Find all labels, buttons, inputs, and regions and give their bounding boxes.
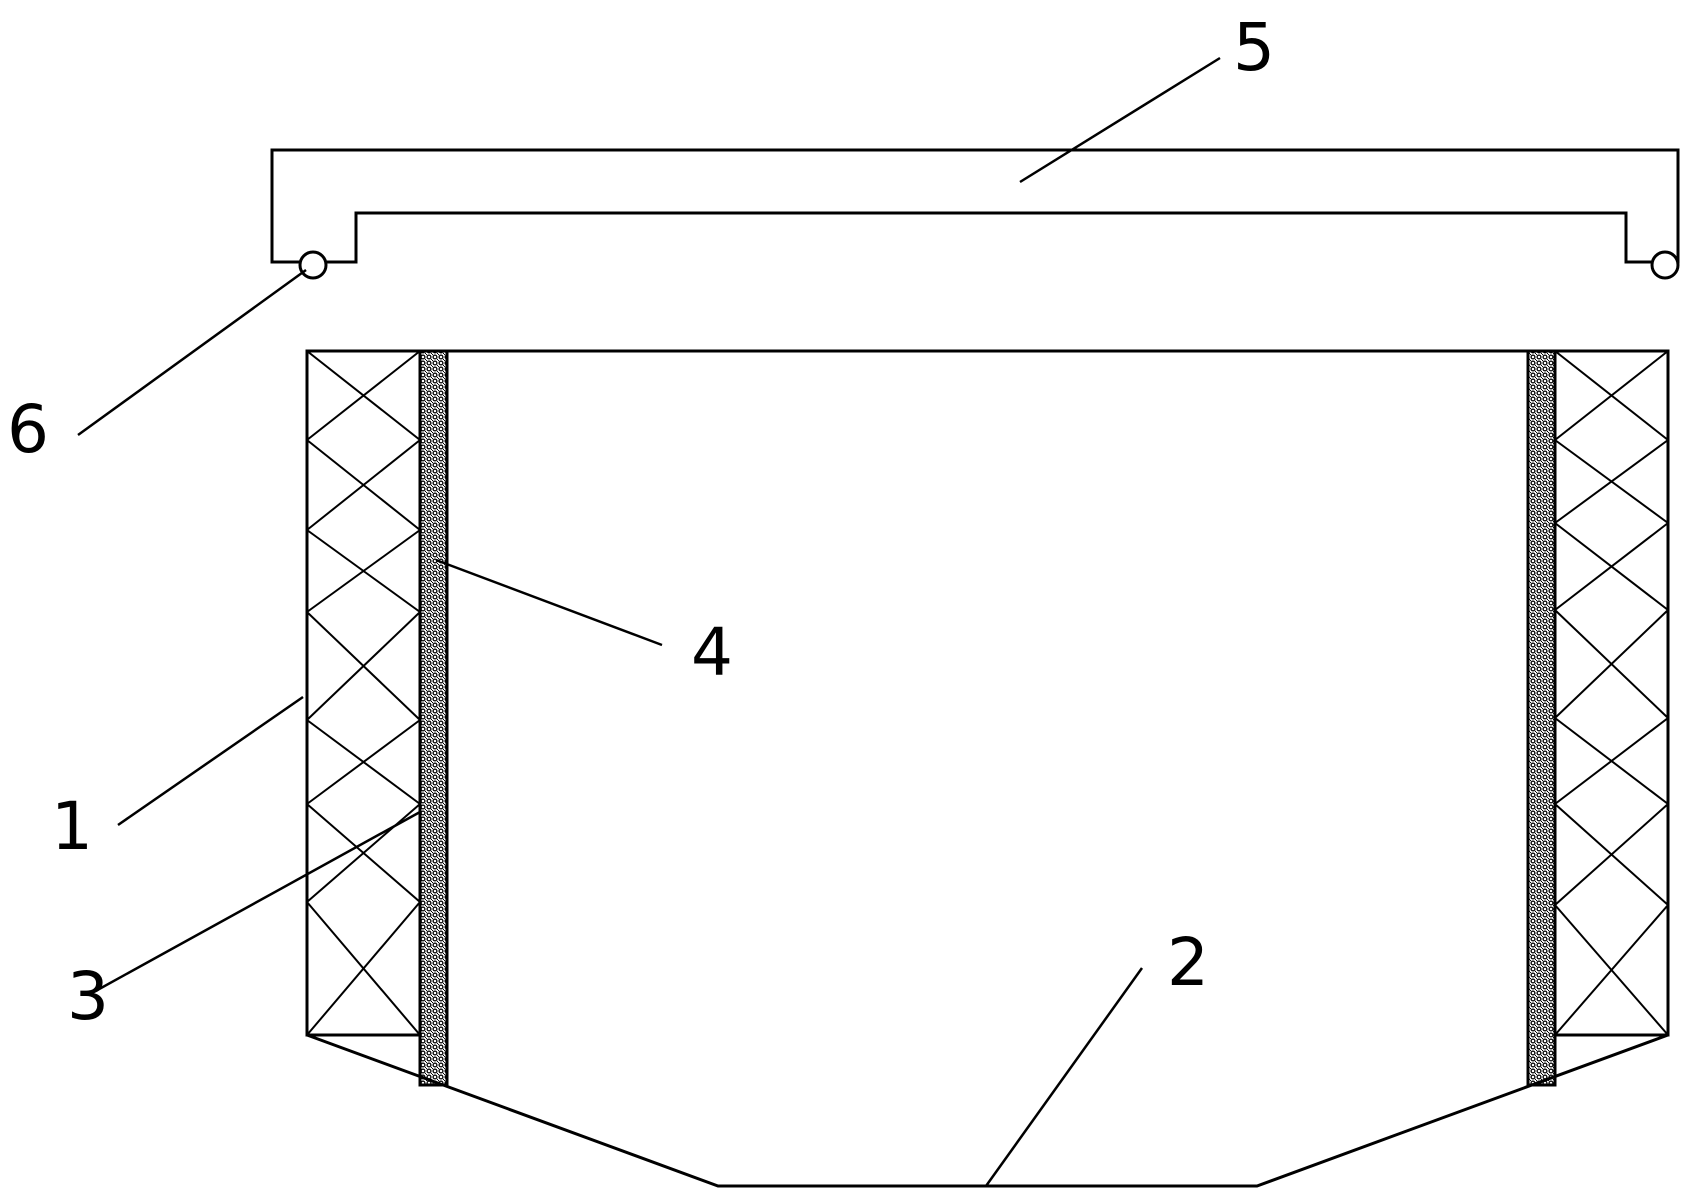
right-insulation-strip — [1526, 349, 1557, 1087]
label-6: 6 — [7, 391, 49, 468]
leader-line-4 — [435, 558, 663, 647]
hatch-line — [306, 803, 421, 903]
hatch-line — [306, 611, 421, 721]
left-wall — [305, 349, 422, 1037]
hatch-line — [306, 350, 421, 441]
hatch-line — [1554, 350, 1669, 441]
leader-line-6 — [77, 268, 307, 437]
hatch-line — [1554, 904, 1669, 1036]
leader-line-3 — [91, 810, 421, 995]
roller-right — [1650, 250, 1680, 280]
label-1: 1 — [51, 788, 93, 865]
hatch-line — [1554, 439, 1669, 524]
label-5: 5 — [1233, 9, 1275, 86]
hatch-line — [1554, 803, 1669, 906]
hatch-line — [1554, 717, 1669, 805]
hatch-line — [1554, 522, 1669, 611]
hatch-line — [1554, 609, 1669, 719]
roller-left — [298, 250, 328, 280]
hatch-line — [306, 439, 421, 531]
label-3: 3 — [67, 958, 109, 1035]
leader-line-5 — [1019, 56, 1221, 184]
leader-line-2 — [984, 967, 1144, 1187]
hatch-line — [306, 529, 421, 613]
label-4: 4 — [691, 614, 733, 691]
label-2: 2 — [1167, 924, 1209, 1001]
hatch-line — [306, 901, 421, 1036]
left-insulation-strip — [418, 349, 449, 1087]
bottom-hopper — [306, 1033, 1669, 1188]
hatch-line — [306, 719, 421, 805]
right-wall — [1553, 349, 1670, 1037]
leader-line-1 — [117, 695, 304, 827]
lid-outline — [270, 148, 1680, 264]
